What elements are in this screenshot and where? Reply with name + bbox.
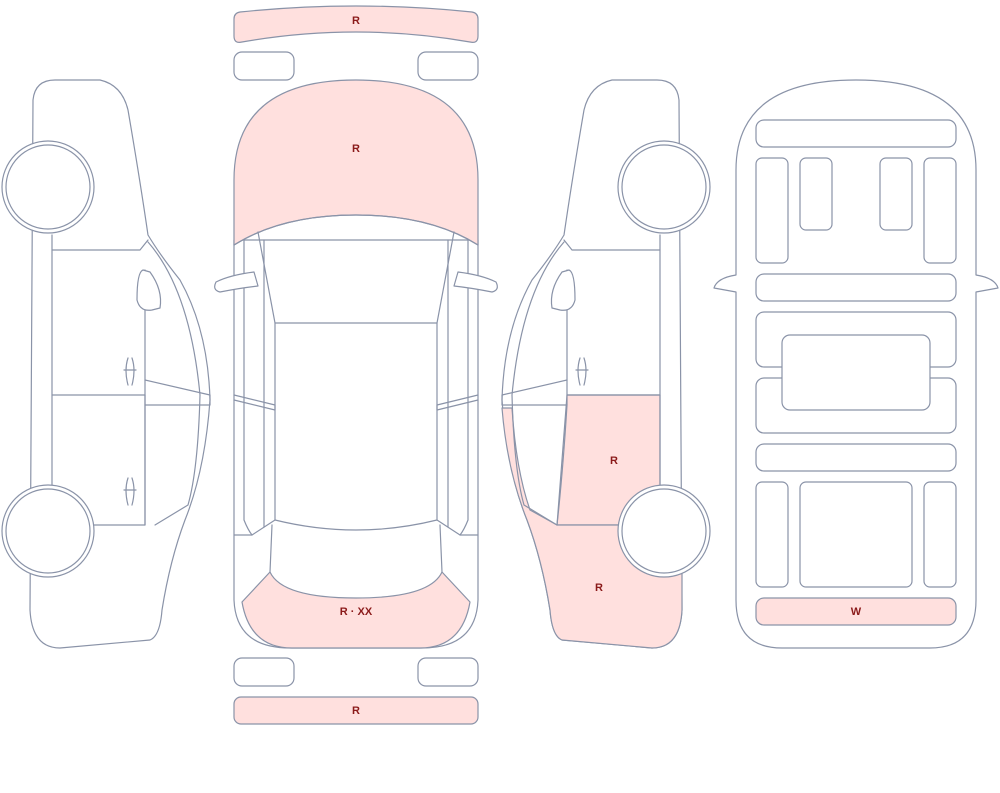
underbody-front-floor-cross[interactable] (755, 273, 957, 302)
underbody-front-left-rail[interactable] (755, 157, 789, 264)
underbody-rear-floor-cross[interactable] (755, 443, 957, 472)
damage-labels: R R R · XX R R R W (340, 15, 862, 717)
rear-right-light[interactable] (417, 657, 479, 687)
hood-label: R (352, 143, 360, 155)
right-side-view (501, 79, 711, 649)
underbody-spare-well[interactable] (799, 481, 913, 588)
right-mirror[interactable] (550, 269, 576, 311)
front-bumper-label: R (352, 15, 360, 27)
underbody-front-right-rail[interactable] (923, 157, 957, 264)
left-mirror-top[interactable] (214, 271, 259, 293)
top-view (214, 5, 498, 725)
underbody-rear-right-rail[interactable] (923, 481, 957, 588)
rear-bumper-label: R (352, 705, 360, 717)
rear-bumper[interactable] (233, 696, 479, 725)
underbody-center-tunnel[interactable] (781, 334, 931, 411)
underbody-rear-label: W (851, 606, 862, 618)
rear-left-light[interactable] (233, 657, 295, 687)
underbody-view (713, 79, 999, 649)
trunk-label: R · XX (340, 606, 373, 618)
right-rear-quarter[interactable] (501, 407, 683, 649)
underbody-front-crossmember[interactable] (755, 119, 957, 148)
underbody-front-left-inner[interactable] (799, 157, 833, 231)
front-right-light[interactable] (417, 51, 479, 81)
underbody-front-right-inner[interactable] (879, 157, 913, 231)
rear-quarter-right-label: R (595, 582, 603, 594)
underbody-rear-crossmember[interactable] (755, 597, 957, 626)
right-mirror-top[interactable] (453, 271, 498, 293)
rear-door-right-label: R (610, 455, 618, 467)
front-bumper[interactable] (233, 5, 479, 43)
trunk[interactable] (241, 571, 471, 649)
underbody-rear-left-rail[interactable] (755, 481, 789, 588)
front-left-light[interactable] (233, 51, 295, 81)
left-side-view (1, 79, 211, 649)
left-mirror[interactable] (136, 269, 162, 311)
hood[interactable] (233, 79, 479, 246)
